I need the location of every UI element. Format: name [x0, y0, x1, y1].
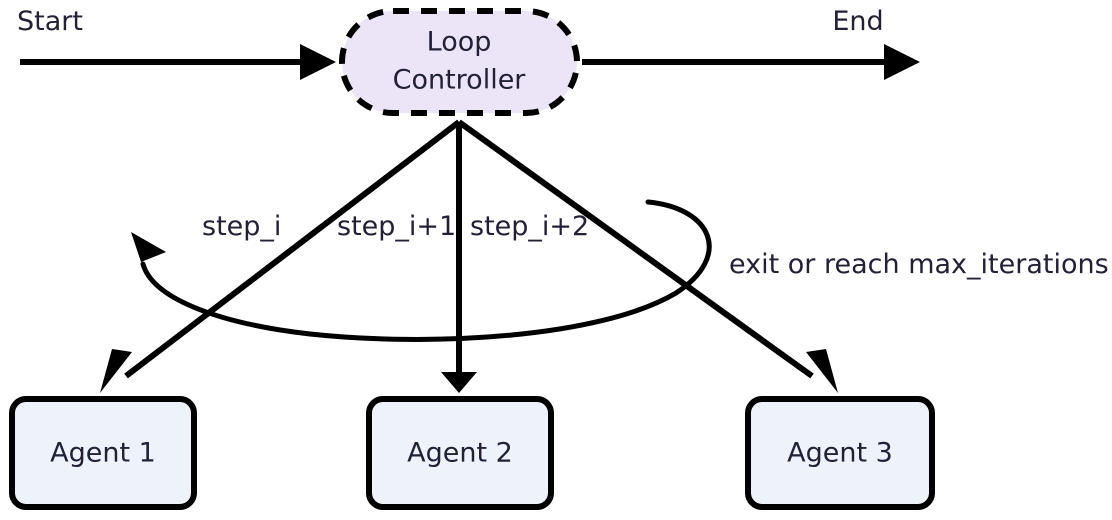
- agent-3-shape: [745, 396, 935, 510]
- agent-2-label: Agent 2: [407, 438, 513, 469]
- node-agent-1[interactable]: Agent 1: [9, 396, 197, 510]
- loop-controller-label-line2: Controller: [393, 65, 527, 96]
- agent-3-label: Agent 3: [787, 438, 893, 469]
- edge-label-step-i: step_i: [202, 211, 281, 242]
- edge-start-to-controller: [20, 44, 336, 80]
- feedback-loop-arrowhead: [131, 232, 166, 262]
- edge-controller-to-agent-1: [100, 119, 461, 393]
- agent-3-edge-line: [457, 119, 814, 379]
- node-agent-2[interactable]: Agent 2: [366, 396, 554, 510]
- agent-1-shape: [9, 396, 197, 510]
- node-agent-3[interactable]: Agent 3: [745, 396, 935, 510]
- loop-controller-label-line1: Loop: [427, 27, 492, 58]
- loop-controller-shape: [339, 8, 580, 116]
- agent-3-edge-arrowhead: [806, 349, 838, 393]
- end-edge-arrowhead: [884, 44, 920, 80]
- edge-controller-to-end: [582, 44, 920, 80]
- edge-controller-to-agent-3: [457, 119, 838, 393]
- edge-label-step-i-plus-1: step_i+1: [337, 211, 456, 242]
- agent-1-edge-arrowhead: [100, 349, 132, 393]
- agent-2-shape: [366, 396, 554, 510]
- agent-1-edge-line: [124, 119, 461, 379]
- start-edge-arrowhead: [300, 44, 336, 80]
- terminal-label-end: End: [832, 6, 883, 37]
- terminal-label-start: Start: [17, 6, 83, 37]
- feedback-loop-curve: [140, 199, 712, 342]
- edge-label-exit-condition: exit or reach max_iterations ?: [729, 249, 1112, 280]
- edge-feedback-loop: [131, 199, 712, 342]
- agent-2-edge-arrowhead: [441, 372, 477, 393]
- edge-controller-to-agent-2: [441, 122, 477, 393]
- node-loop-controller[interactable]: Loop Controller: [339, 8, 580, 116]
- edge-label-step-i-plus-2: step_i+2: [470, 211, 589, 242]
- agent-1-label: Agent 1: [50, 438, 156, 469]
